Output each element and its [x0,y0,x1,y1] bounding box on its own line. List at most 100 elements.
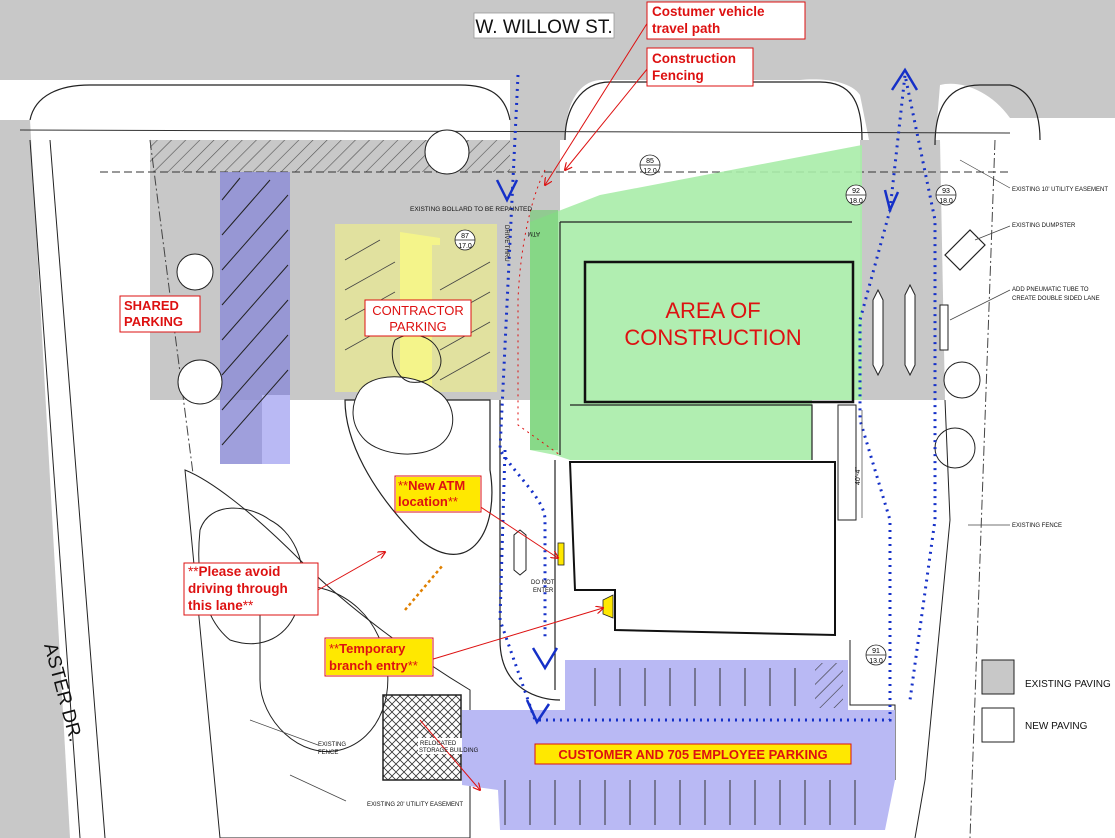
drive-thru-note: DRIVE THRU [503,225,509,262]
fence-right-note: EXISTING FENCE [1012,523,1062,529]
do-not-enter-1: DO NOT [531,580,555,586]
tree [177,359,223,405]
temp-entry-line1: **Temporary [329,641,406,656]
tag-bottom: 18.0 [849,198,863,205]
curb-line [934,84,1041,146]
dumpster-note: EXISTING DUMPSTER [1012,223,1076,229]
construction-label-line2: CONSTRUCTION [624,325,801,350]
customer-stalls-top [594,668,796,706]
tag-bottom: 17.0 [458,243,472,250]
new-building [568,461,836,637]
aster-drive-paving [0,120,70,838]
east-driveway-curb [914,399,951,838]
pneumatic-tube-icon [939,304,949,351]
shared-parking-label-box [119,295,201,333]
atm-callout-line2: location** [398,494,458,509]
tag-top: 87 [461,233,469,240]
callout-leaders [317,21,649,790]
fencing-callout-line1: Construction [652,51,736,66]
travel-path-callout-line1: Costumer vehicle [652,4,765,19]
travel-path-arrow [531,647,559,671]
travel-path-main [498,74,547,640]
travel-path-arrow [525,699,551,725]
atm-marker [557,542,565,566]
tag-bottom: 18.0 [939,198,953,205]
travel-path-callout-box [646,1,806,40]
tag-bottom: 12.0 [643,168,657,175]
do-not-enter-2: ENTER [533,588,554,594]
pneumatic-note-2: CREATE DOUBLE SIDED LANE [1012,296,1100,302]
note-leaders [249,159,1011,802]
drive-thru-canopy [837,404,857,521]
travel-path-arrow [890,67,919,91]
elevation-tag: 91 13.0 [865,644,887,666]
tree [943,361,981,399]
relocated-note-2: STORAGE BUILDING [419,748,479,754]
tag-top: 85 [646,158,654,165]
contractor-parking-label-box [364,299,472,337]
shared-parking-line2: PARKING [124,314,183,329]
storage-label-bg [418,738,462,754]
shared-parking-stripes [221,177,289,446]
travel-path-exit [888,74,937,701]
avoid-lane-line3: this lane** [188,598,254,613]
tree [176,253,214,291]
pneumatic-note-1: ADD PNEUMATIC TUBE TO [1012,287,1089,293]
legend-new-swatch [981,707,1015,743]
easement-20-note: EXISTING 20' UTILITY EASEMENT [367,802,463,808]
drive-thru-lane-shade [530,210,558,450]
travel-path-arrow [495,179,519,203]
tree [424,129,470,175]
elevation-tag: 93 18.0 [935,184,957,206]
driveway-curb [499,400,561,701]
entry-marker [602,594,614,619]
shared-parking-extension [262,395,290,464]
customer-parking-label: CUSTOMER AND 705 EMPLOYEE PARKING [558,747,827,762]
east-fence [969,139,996,838]
tag-top: 92 [852,188,860,195]
tree-canopy [352,376,454,455]
willow-label-box [473,12,615,39]
shared-parking-line1: SHARED [124,298,179,313]
dimension-note: 40'-4" [855,467,862,485]
legend-existing-swatch [981,659,1015,695]
tree [934,427,976,469]
contractor-parking-line1: CONTRACTOR [372,303,463,318]
avoid-lane-line2: driving through [188,581,288,596]
legend-new-label: NEW PAVING [1025,721,1088,732]
temp-entry-highlight [326,639,432,675]
contractor-parking-line2: PARKING [389,319,447,334]
dumpster-icon [944,229,986,271]
lane-island-icon [513,529,527,576]
travel-path-callout-line2: travel path [652,21,720,36]
customer-parking-label-box [534,743,852,765]
lane-island-icon [872,288,884,377]
aster-curb [49,139,106,838]
aster-curb [29,139,81,838]
curb-line [29,84,511,121]
relocated-note-1: RELOCATED [420,741,457,747]
easement-10-note: EXISTING 10' UTILITY EASEMENT [1012,187,1108,193]
willow-street-paving [0,0,1115,145]
tag-top: 91 [872,648,880,655]
construction-fence [517,169,561,456]
fence-left-note-1: EXISTING [318,742,346,748]
construction-zone [530,145,862,460]
existing-building [583,260,855,404]
fence-left-note-2: FENCE [318,750,338,756]
storage-building [382,694,462,781]
avoid-lane-marker [404,564,444,611]
bollard-note: EXISTING BOLLARD TO BE REPAINTED [410,206,532,213]
atm-small-note: ATM [528,230,540,236]
avoid-lane-line1: **Please avoid [188,564,280,579]
elevation-tag: 85 12.0 [639,154,661,176]
elevation-tag: 87 17.0 [454,229,476,251]
tag-bottom: 13.0 [869,658,883,665]
avoid-lane-callout-box [183,562,319,616]
fencing-callout-line2: Fencing [652,68,704,83]
legend-existing-label: EXISTING PAVING [1025,679,1111,690]
accessible-aisle [815,663,843,708]
elevation-tag: 92 18.0 [845,184,867,206]
customer-stalls-bottom [504,780,856,825]
